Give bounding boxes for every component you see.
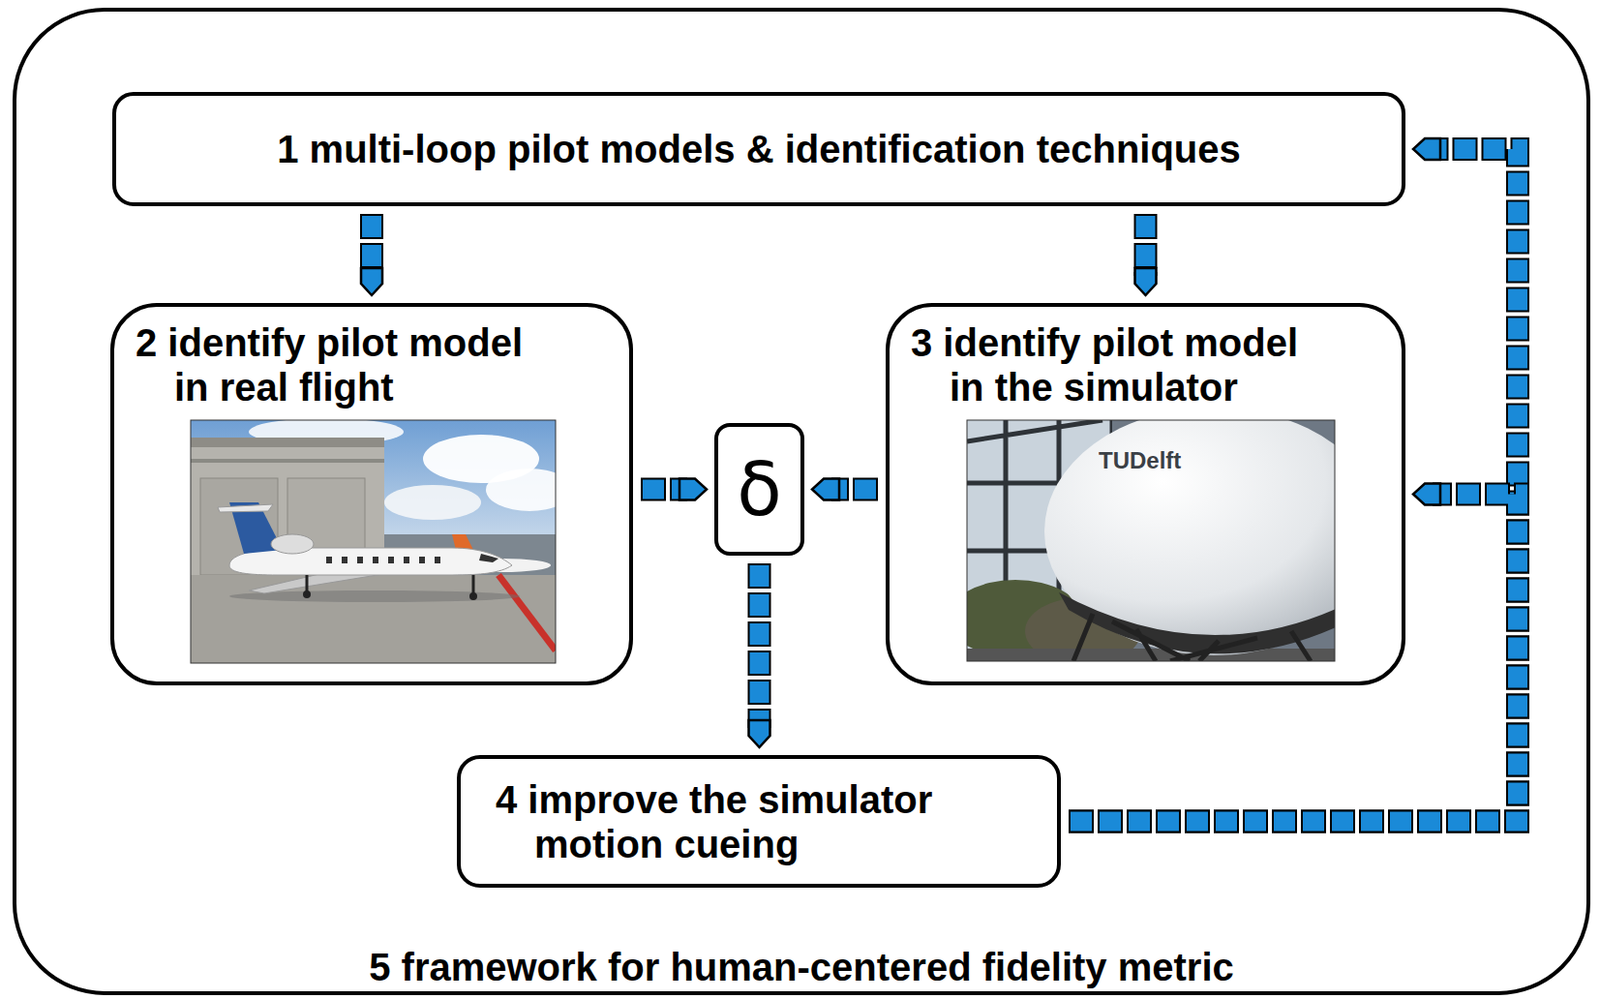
box-title: 2 identify pilot model in real flight bbox=[135, 320, 543, 410]
hangar-band bbox=[190, 458, 385, 463]
flow-arrow bbox=[1068, 149, 1518, 822]
flow-arrow bbox=[1068, 494, 1518, 822]
connector-blocks bbox=[1136, 213, 1156, 276]
connector-blocks bbox=[1068, 494, 1518, 822]
simulator-photo bbox=[947, 407, 1384, 665]
box-title: 1 multi-loop pilot models & identificati… bbox=[276, 126, 1241, 172]
connector-blocks bbox=[831, 480, 878, 500]
tarmac bbox=[190, 574, 556, 664]
motion-legs bbox=[1073, 613, 1311, 662]
wheel bbox=[469, 592, 478, 601]
flow-arrow bbox=[1145, 213, 1147, 276]
framework-frame: 1 multi-loop pilot models & identificati… bbox=[12, 7, 1591, 996]
flow-arrow bbox=[758, 563, 760, 728]
connectors bbox=[371, 149, 1518, 822]
aircraft-photo bbox=[190, 418, 574, 664]
cockpit-window bbox=[479, 553, 499, 563]
box-title: 5 framework for human-centered fidelity … bbox=[368, 944, 1235, 990]
cabin-windows bbox=[326, 556, 441, 564]
photo-frame bbox=[190, 420, 556, 664]
connector-outline bbox=[640, 478, 688, 502]
wheel bbox=[302, 590, 311, 599]
connector-outline bbox=[748, 563, 772, 728]
hangar-roof bbox=[190, 437, 385, 448]
connector-outline bbox=[831, 478, 878, 502]
photo-frame bbox=[966, 420, 1335, 662]
fuselage bbox=[229, 547, 513, 575]
connector-outline bbox=[1068, 149, 1518, 822]
flow-arrow bbox=[831, 488, 878, 490]
box-title: 3 identify pilot model in the simulator bbox=[910, 320, 1318, 410]
engine bbox=[271, 534, 314, 554]
connector-outline bbox=[1068, 494, 1518, 822]
process-box: 1 multi-loop pilot models & identificati… bbox=[112, 91, 1406, 207]
landing-gear bbox=[306, 574, 474, 595]
connector-blocks bbox=[750, 563, 770, 728]
connector-blocks bbox=[640, 480, 688, 500]
process-box: 4 improve the simulator motion cueing bbox=[456, 754, 1061, 888]
flow-arrow bbox=[371, 213, 373, 276]
cloud bbox=[384, 484, 482, 520]
process-box: 3 identify pilot model in the simulator bbox=[885, 302, 1406, 686]
connector-outline bbox=[1134, 213, 1158, 276]
process-box: 2 identify pilot model in real flight bbox=[110, 302, 634, 686]
cloud bbox=[485, 468, 556, 512]
dome-underside bbox=[1058, 592, 1335, 654]
flow-arrow bbox=[640, 488, 688, 490]
stabiliser bbox=[217, 504, 273, 513]
box-title: 4 improve the simulator motion cueing bbox=[495, 777, 990, 867]
label-holder: TUDelft bbox=[1098, 447, 1181, 475]
comparison-box: δ bbox=[714, 422, 805, 556]
connector-blocks bbox=[362, 213, 382, 276]
connector-outline bbox=[360, 213, 384, 276]
photo-logo-text: TUDelft bbox=[1098, 447, 1181, 474]
connector-blocks bbox=[1068, 149, 1518, 822]
taxi-line bbox=[498, 574, 556, 651]
delta-symbol: δ bbox=[736, 452, 783, 527]
